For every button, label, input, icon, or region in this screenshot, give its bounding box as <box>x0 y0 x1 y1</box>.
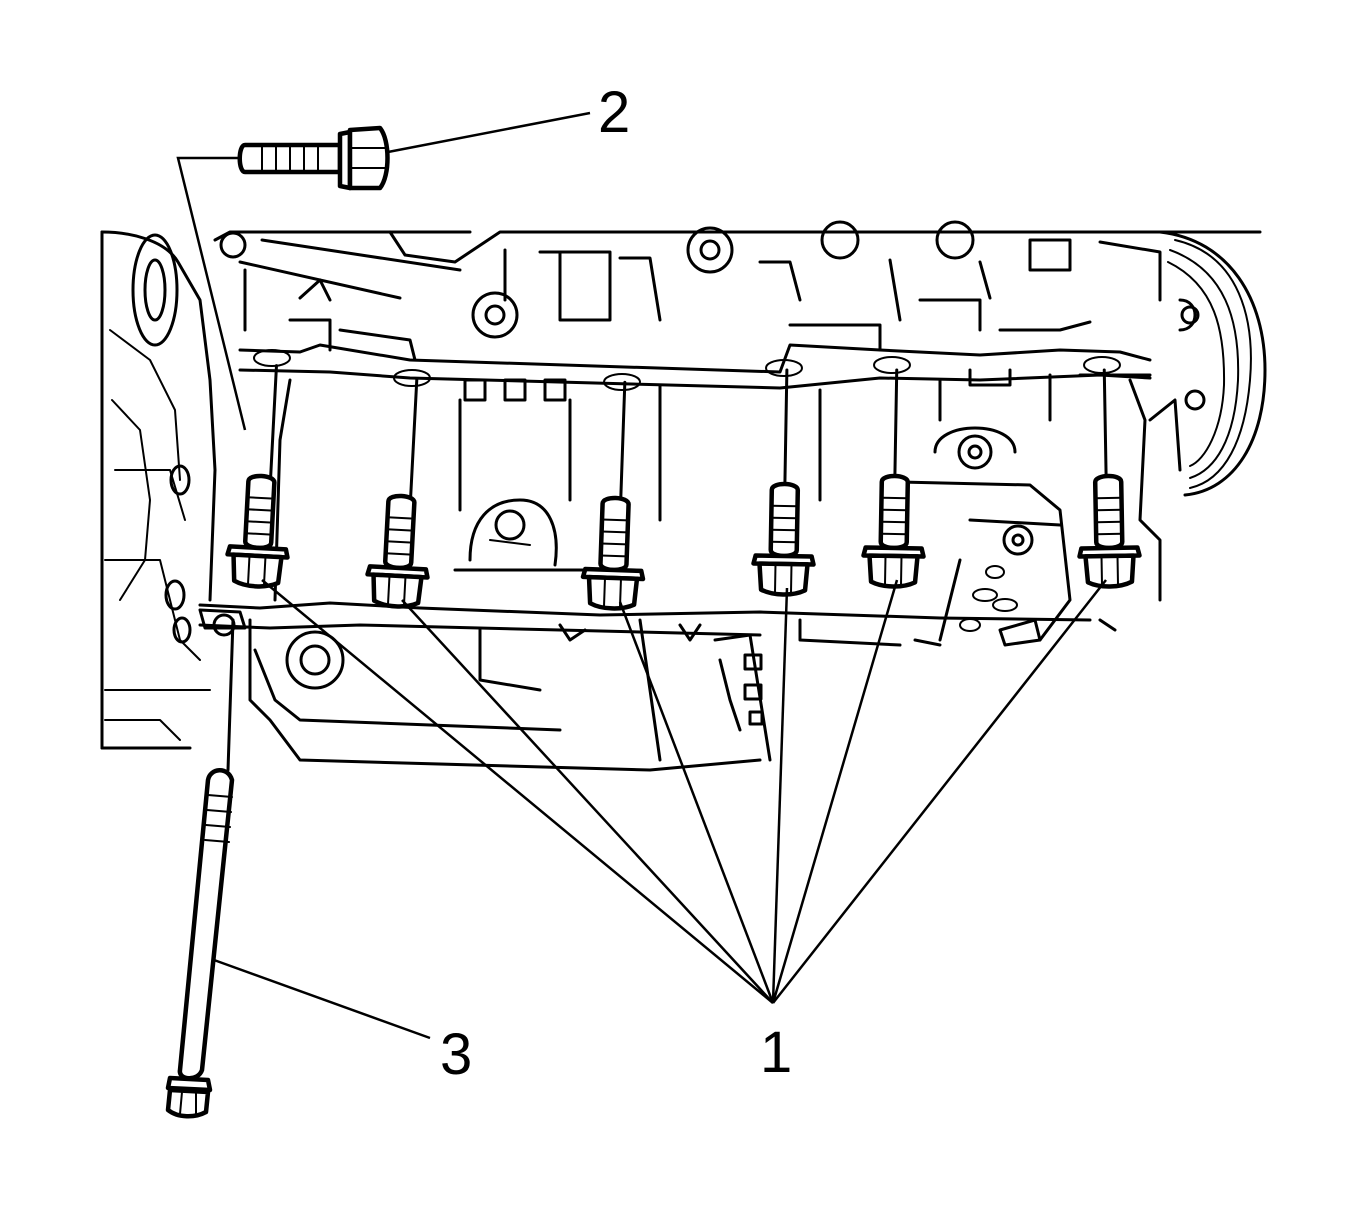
leader-2-guide <box>176 156 247 431</box>
pan-flange <box>238 298 1152 402</box>
engine-block-illustration <box>100 220 1267 772</box>
leader-1e <box>771 579 899 1004</box>
oil-pan-bolt <box>751 368 816 597</box>
oil-pan-bolt <box>580 380 646 611</box>
flange-bolt-short <box>237 125 390 191</box>
oil-pan-sump <box>248 618 942 772</box>
leader-1f <box>772 579 1107 1004</box>
leader-1c <box>618 601 775 1004</box>
oil-pan-bolt <box>225 364 290 589</box>
long-bolt <box>165 608 247 1119</box>
oil-pan-bolt <box>365 377 430 609</box>
leader-lines <box>176 111 1107 1040</box>
cylinder-block-upper <box>213 220 1262 339</box>
callout-label-2: 2 <box>598 80 630 145</box>
oil-pan-bolts <box>225 364 1142 611</box>
leader-1d <box>771 587 789 1004</box>
callout-label-3: 3 <box>440 1022 472 1087</box>
oil-pan-bolt <box>1077 368 1142 589</box>
oil-pan-bolt <box>861 368 926 589</box>
crankshaft-pulley <box>1158 230 1267 497</box>
callout-labels: 1 2 3 <box>440 80 792 1087</box>
oil-pan-body <box>198 373 1182 647</box>
leader-1a <box>261 579 774 1004</box>
leader-3 <box>213 958 431 1040</box>
timing-cover <box>100 230 217 750</box>
leader-2 <box>387 111 591 154</box>
callout-label-1: 1 <box>760 1020 792 1085</box>
leader-1b <box>401 599 774 1004</box>
